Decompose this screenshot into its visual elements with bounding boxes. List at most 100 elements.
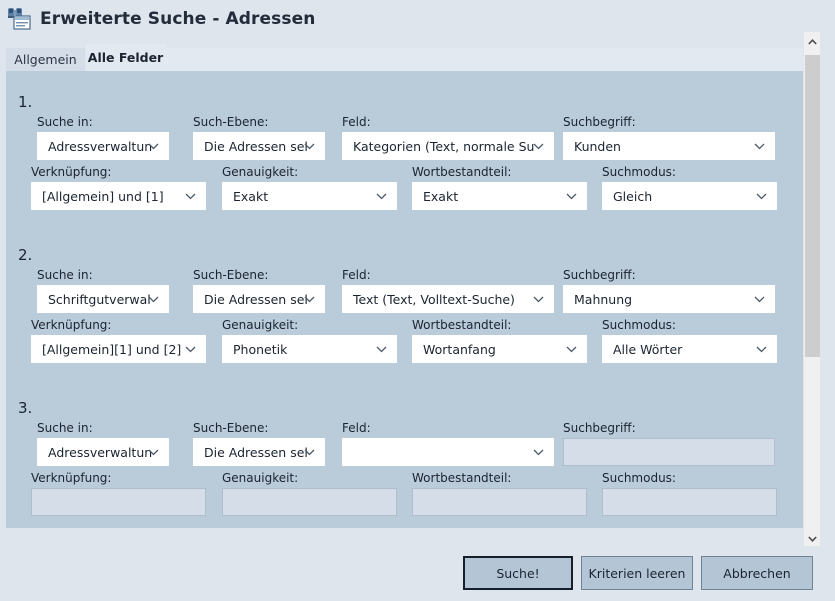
field-such-ebene-3: Such-Ebene: Die Adressen sel [193,421,325,466]
combo-suchmodus-2[interactable]: Alle Wörter [602,335,777,363]
combo-suchmodus-1-value: Gleich [613,188,653,204]
combo-genauigkeit-2[interactable]: Phonetik [222,335,397,363]
label-genauigkeit-1: Genauigkeit: [222,165,299,179]
field-suchmodus-1: Suchmodus: Gleich [602,165,777,210]
tab-allgemein-label: Allgemein [14,52,77,67]
label-genauigkeit-2: Genauigkeit: [222,318,299,332]
combo-such-ebene-1[interactable]: Die Adressen sel [193,132,325,160]
combo-suchmodus-2-value: Alle Wörter [613,341,683,357]
combo-wortbestandteil-2[interactable]: Wortanfang [412,335,587,363]
field-suchbegriff-2: Suchbegriff: Mahnung [563,268,775,313]
tab-strip-filler [165,48,803,71]
cancel-button[interactable]: Abbrechen [701,556,813,590]
field-verknuepfung-2: Verknüpfung: [Allgemein][1] und [2] [31,318,206,363]
combo-feld-1-value: Kategorien (Text, normale Su [353,138,535,154]
field-feld-3: Feld: [342,421,554,466]
input-suchbegriff-3 [563,438,775,466]
label-wortbestandteil-2: Wortbestandteil: [412,318,512,332]
combo-suchbegriff-1-value: Kunden [574,138,621,154]
combo-wortbestandteil-1-value: Exakt [423,188,459,204]
search-button-label: Suche! [496,565,540,581]
combo-wortbestandteil-1[interactable]: Exakt [412,182,587,210]
search-criteria-panel: 1. Suche in: Adressverwaltun Such-Ebene:… [6,71,803,528]
combo-genauigkeit-2-value: Phonetik [233,341,288,357]
combo-suchbegriff-2[interactable]: Mahnung [563,285,775,313]
label-suchmodus-3: Suchmodus: [602,471,676,485]
label-verknuepfung-2: Verknüpfung: [31,318,112,332]
binoculars-card-icon [6,7,32,31]
combo-feld-2-value: Text (Text, Volltext-Suche) [353,291,515,307]
clear-criteria-button[interactable]: Kriterien leeren [581,556,693,590]
field-such-ebene-1: Such-Ebene: Die Adressen sel [193,115,325,160]
label-suchmodus-1: Suchmodus: [602,165,676,179]
field-suchmodus-2: Suchmodus: Alle Wörter [602,318,777,363]
field-feld-1: Feld: Kategorien (Text, normale Su [342,115,554,160]
label-suchbegriff-2: Suchbegriff: [563,268,636,282]
label-wortbestandteil-3: Wortbestandteil: [412,471,512,485]
chevron-up-icon [807,34,817,48]
field-wortbestandteil-2: Wortbestandteil: Wortanfang [412,318,587,363]
combo-suchbegriff-1[interactable]: Kunden [563,132,775,160]
search-button[interactable]: Suche! [463,556,573,590]
combo-such-ebene-3[interactable]: Die Adressen sel [193,438,325,466]
combo-feld-3[interactable] [342,438,554,466]
label-suchmodus-2: Suchmodus: [602,318,676,332]
label-suche-in-1: Suche in: [37,115,93,129]
tab-allgemein[interactable]: Allgemein [6,48,85,71]
cancel-button-label: Abbrechen [723,565,791,581]
label-feld-3: Feld: [342,421,371,435]
label-such-ebene-1: Such-Ebene: [193,115,269,129]
input-wortbestandteil-3 [412,488,587,516]
combo-suche-in-1[interactable]: Adressverwaltun [37,132,169,160]
tab-strip: Allgemein Alle Felder [0,44,803,71]
combo-genauigkeit-1-value: Exakt [233,188,269,204]
combo-genauigkeit-1[interactable]: Exakt [222,182,397,210]
label-such-ebene-3: Such-Ebene: [193,421,269,435]
page-title: Erweiterte Suche - Adressen [40,9,316,29]
scroll-down-button[interactable] [804,529,820,546]
combo-feld-1[interactable]: Kategorien (Text, normale Su [342,132,554,160]
combo-such-ebene-2[interactable]: Die Adressen sel [193,285,325,313]
combo-feld-2[interactable]: Text (Text, Volltext-Suche) [342,285,554,313]
combo-verknuepfung-2[interactable]: [Allgemein][1] und [2] [31,335,206,363]
scrollbar-thumb[interactable] [805,55,820,357]
field-suchmodus-3: Suchmodus: [602,471,777,516]
combo-such-ebene-3-value: Die Adressen sel [204,444,308,460]
scroll-up-button[interactable] [804,32,820,49]
label-suchbegriff-3: Suchbegriff: [563,421,636,435]
combo-suche-in-3[interactable]: Adressverwaltun [37,438,169,466]
label-verknuepfung-3: Verknüpfung: [31,471,112,485]
field-suchbegriff-1: Suchbegriff: Kunden [563,115,775,160]
tab-alle-felder[interactable]: Alle Felder [86,44,165,71]
field-genauigkeit-3: Genauigkeit: [222,471,397,516]
label-wortbestandteil-1: Wortbestandteil: [412,165,512,179]
combo-suche-in-2-value: Schriftgutverwal [48,291,151,307]
field-genauigkeit-2: Genauigkeit: Phonetik [222,318,397,363]
group-number-1: 1. [18,93,33,111]
tab-alle-felder-label: Alle Felder [87,50,164,65]
input-verknuepfung-3 [31,488,206,516]
field-suchbegriff-3: Suchbegriff: [563,421,775,466]
label-suche-in-3: Suche in: [37,421,93,435]
vertical-scrollbar[interactable] [803,32,820,546]
combo-suchmodus-1[interactable]: Gleich [602,182,777,210]
label-genauigkeit-3: Genauigkeit: [222,471,299,485]
group-number-2: 2. [18,246,33,264]
field-suche-in-3: Suche in: Adressverwaltun [37,421,169,466]
combo-verknuepfung-2-value: [Allgemein][1] und [2] [42,341,182,357]
combo-suche-in-2[interactable]: Schriftgutverwal [37,285,169,313]
field-such-ebene-2: Such-Ebene: Die Adressen sel [193,268,325,313]
field-verknuepfung-3: Verknüpfung: [31,471,206,516]
combo-verknuepfung-1[interactable]: [Allgemein] und [1] [31,182,206,210]
combo-verknuepfung-1-value: [Allgemein] und [1] [42,188,164,204]
clear-criteria-button-label: Kriterien leeren [588,565,686,581]
chevron-down-icon [807,531,817,545]
input-genauigkeit-3 [222,488,397,516]
combo-wortbestandteil-2-value: Wortanfang [423,341,496,357]
label-verknuepfung-1: Verknüpfung: [31,165,112,179]
field-feld-2: Feld: Text (Text, Volltext-Suche) [342,268,554,313]
label-such-ebene-2: Such-Ebene: [193,268,269,282]
field-wortbestandteil-1: Wortbestandteil: Exakt [412,165,587,210]
combo-suchbegriff-2-value: Mahnung [574,291,633,307]
dialog-footer: Suche! Kriterien leeren Abbrechen [0,548,835,601]
